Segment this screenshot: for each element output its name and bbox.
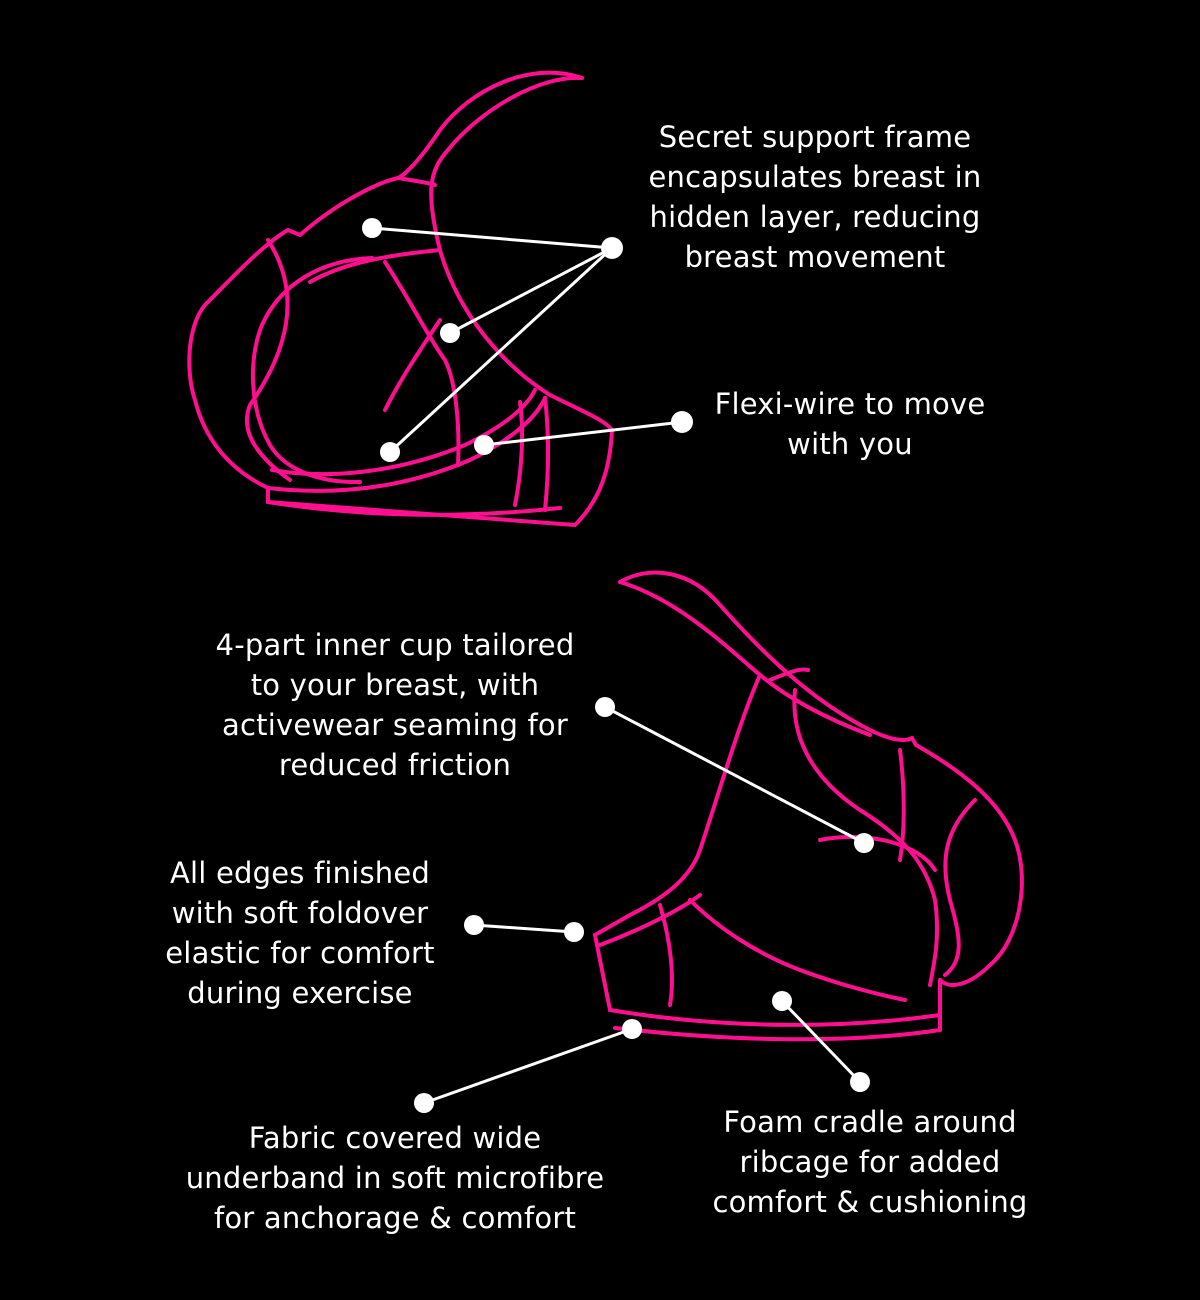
callout-inner-cup: 4-part inner cup tailored to your breast…	[215, 628, 575, 782]
dot-flexi-wire-label	[671, 411, 693, 433]
callout-dots	[362, 218, 874, 1113]
callout-edges: All edges finished with soft foldover el…	[165, 856, 435, 1010]
dot-edges-label	[464, 915, 484, 935]
dot-edges	[564, 922, 584, 942]
dot-inner-cup-label	[595, 697, 615, 717]
dot-foam-cradle	[772, 991, 792, 1011]
callout-underband: Fabric covered wide underband in soft mi…	[185, 1121, 605, 1235]
dot-support-frame-upper	[362, 218, 382, 238]
dot-foam-cradle-label	[850, 1072, 870, 1092]
dot-support-frame-middle	[440, 323, 460, 343]
dot-support-frame-lower	[380, 442, 400, 462]
callout-flexi-wire: Flexi-wire to move with you	[714, 387, 986, 461]
dot-underband	[622, 1019, 642, 1039]
dot-underband-label	[414, 1093, 434, 1113]
callout-foam-cradle: Foam cradle around ribcage for added com…	[712, 1105, 1028, 1219]
callout-support-frame: Secret support frame encapsulates breast…	[648, 120, 982, 274]
dot-inner-cup	[854, 833, 874, 853]
dot-flexi-wire	[474, 435, 494, 455]
bottom-bra-outline	[593, 570, 1024, 1042]
dot-support-frame-hub	[601, 237, 623, 259]
top-bra-outline	[187, 70, 614, 527]
callout-lines	[370, 226, 866, 1105]
